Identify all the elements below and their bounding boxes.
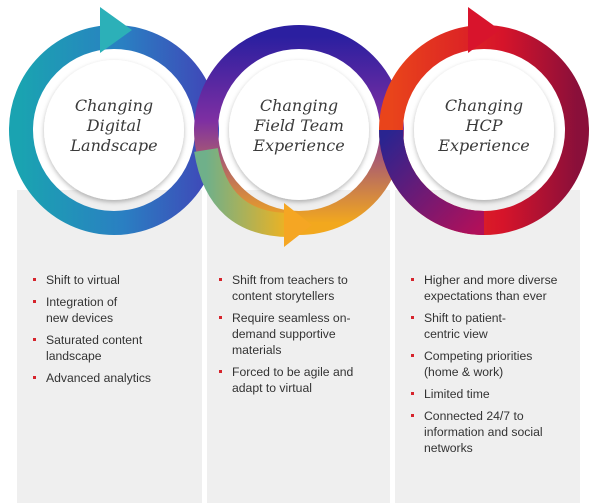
circle-2-center bbox=[229, 60, 369, 200]
list-item: Forced to be agile and adapt to virtual bbox=[218, 364, 382, 396]
circle-3-title-line1: Changing bbox=[445, 96, 523, 115]
circle-3-title-line2: HCP bbox=[465, 116, 503, 135]
ring-3-lower-band bbox=[379, 129, 485, 235]
list-item: Connected 24/7 to information and social… bbox=[410, 408, 549, 456]
column-panel-3 bbox=[395, 190, 580, 503]
list-item: Advanced analytics bbox=[32, 370, 182, 386]
list-item: Competing priorities (home & work) bbox=[410, 348, 564, 380]
circle-3-title-line3: Experience bbox=[437, 136, 529, 155]
ring-hcp bbox=[379, 7, 589, 235]
ring-3-arrowhead bbox=[468, 7, 500, 53]
circle-1-title-line2: Digital bbox=[86, 116, 141, 135]
circle-3-center bbox=[414, 60, 554, 200]
ring-2-arrowhead bbox=[284, 203, 312, 247]
column-panel-2 bbox=[207, 190, 390, 503]
ring-2-connector bbox=[194, 147, 291, 237]
list-item: Shift to patient-centric view bbox=[410, 310, 536, 342]
circle-2-title-line2: Field Team bbox=[253, 116, 344, 135]
column-panel-1 bbox=[17, 190, 202, 503]
circle-1-center bbox=[44, 60, 184, 200]
circle-1-title-line3: Landscape bbox=[69, 136, 157, 155]
ring-1-arrowhead bbox=[100, 7, 132, 53]
list-item: Higher and more diverse expectations tha… bbox=[410, 272, 564, 304]
list-item: Integration of new devices bbox=[32, 294, 142, 326]
circle-1-title-line1: Changing bbox=[75, 96, 153, 115]
column-2-bullets: Shift from teachers to content storytell… bbox=[218, 272, 378, 402]
circle-2-title-line1: Changing bbox=[260, 96, 338, 115]
cycle-diagram: Changing Digital Landscape Changing Fiel… bbox=[9, 7, 589, 247]
list-item: Shift from teachers to content storytell… bbox=[218, 272, 380, 304]
list-item: Limited time bbox=[410, 386, 570, 402]
list-item: Shift to virtual bbox=[32, 272, 182, 288]
column-3-bullets: Higher and more diverse expectations tha… bbox=[410, 272, 570, 462]
column-1-bullets: Shift to virtual Integration of new devi… bbox=[32, 272, 182, 392]
list-item: Saturated content landscape bbox=[32, 332, 176, 364]
list-item: Require seamless on-demand supportive ma… bbox=[218, 310, 380, 358]
circle-2-title-line3: Experience bbox=[252, 136, 344, 155]
